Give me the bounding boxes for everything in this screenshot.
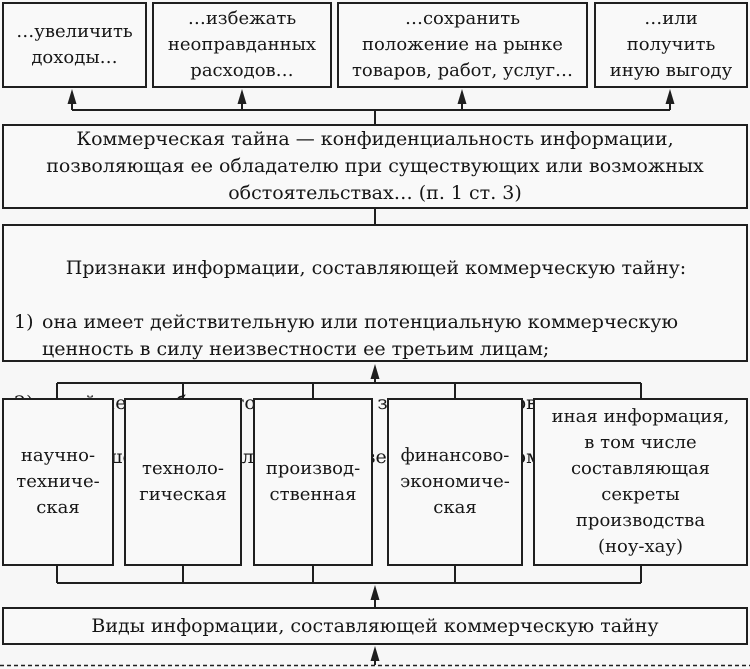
arrow-up-icon [370, 585, 380, 600]
goal-box-increase-income: …увеличить доходы… [2, 2, 147, 88]
bottom-continuation-connector [0, 646, 750, 667]
list-item-number: 1) [14, 311, 34, 333]
type-box-production: производ- ственная [253, 398, 373, 566]
definition-box: Коммерческая тайна — конфиденциальность … [2, 124, 748, 209]
arrow-up-icon [370, 646, 380, 661]
list-item-text: она имеет действительную или потенциальн… [42, 311, 678, 360]
types-bottom-connector [56, 565, 642, 607]
goal-box-avoid-expenses: …избежать неоправданных расходов… [152, 2, 332, 88]
arrow-up-icon [237, 89, 247, 104]
features-box: Признаки информации, составляющей коммер… [2, 224, 748, 468]
type-box-technological: техноло- гическая [124, 398, 242, 566]
list-item: 1) она имеет действительную или потенциа… [14, 309, 738, 363]
goals-connector [67, 89, 675, 124]
goal-box-keep-market-position: …сохранить положение на рынке товаров, р… [337, 2, 588, 88]
goal-box-other-benefit: …или получить иную выгоду [594, 2, 748, 88]
types-label-box: Виды информации, составляющей коммерческ… [2, 607, 748, 645]
type-box-other-know-how: иная информация, в том числе составляюща… [533, 398, 748, 566]
features-heading: Признаки информации, составляющей коммер… [65, 257, 687, 279]
type-box-financial-economic: финансово- экономиче- ская [387, 398, 523, 566]
type-box-scientific-technical: научно- техниче- ская [2, 398, 114, 566]
arrow-up-icon [457, 89, 467, 104]
arrow-up-icon [665, 89, 675, 104]
arrow-up-icon [67, 89, 77, 104]
